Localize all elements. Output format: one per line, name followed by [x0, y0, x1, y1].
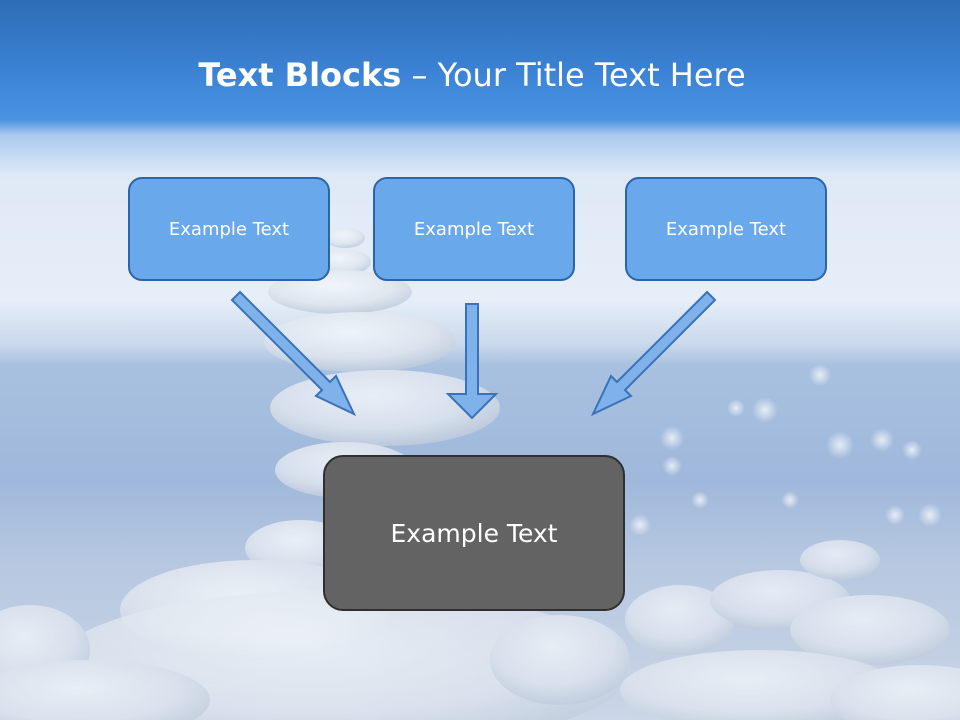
arrow-left-to-center: [230, 290, 357, 417]
text-block-2[interactable]: Example Text: [373, 177, 575, 281]
center-text-block-label: Example Text: [390, 518, 558, 548]
arrow-middle-to-center: [445, 303, 499, 420]
sea-sparkles: [629, 364, 942, 536]
slide-title: Text Blocks – Your Title Text Here: [0, 52, 944, 98]
center-text-block[interactable]: Example Text: [323, 455, 625, 611]
text-block-2-label: Example Text: [413, 218, 535, 240]
text-block-1[interactable]: Example Text: [128, 177, 330, 281]
title-bold: Text Blocks: [198, 56, 402, 94]
text-block-3[interactable]: Example Text: [625, 177, 827, 281]
title-rest: – Your Title Text Here: [401, 56, 746, 94]
text-block-3-label: Example Text: [665, 218, 787, 240]
text-block-1-label: Example Text: [168, 218, 290, 240]
arrow-right-to-center: [590, 290, 717, 417]
pebbles: [0, 540, 960, 720]
